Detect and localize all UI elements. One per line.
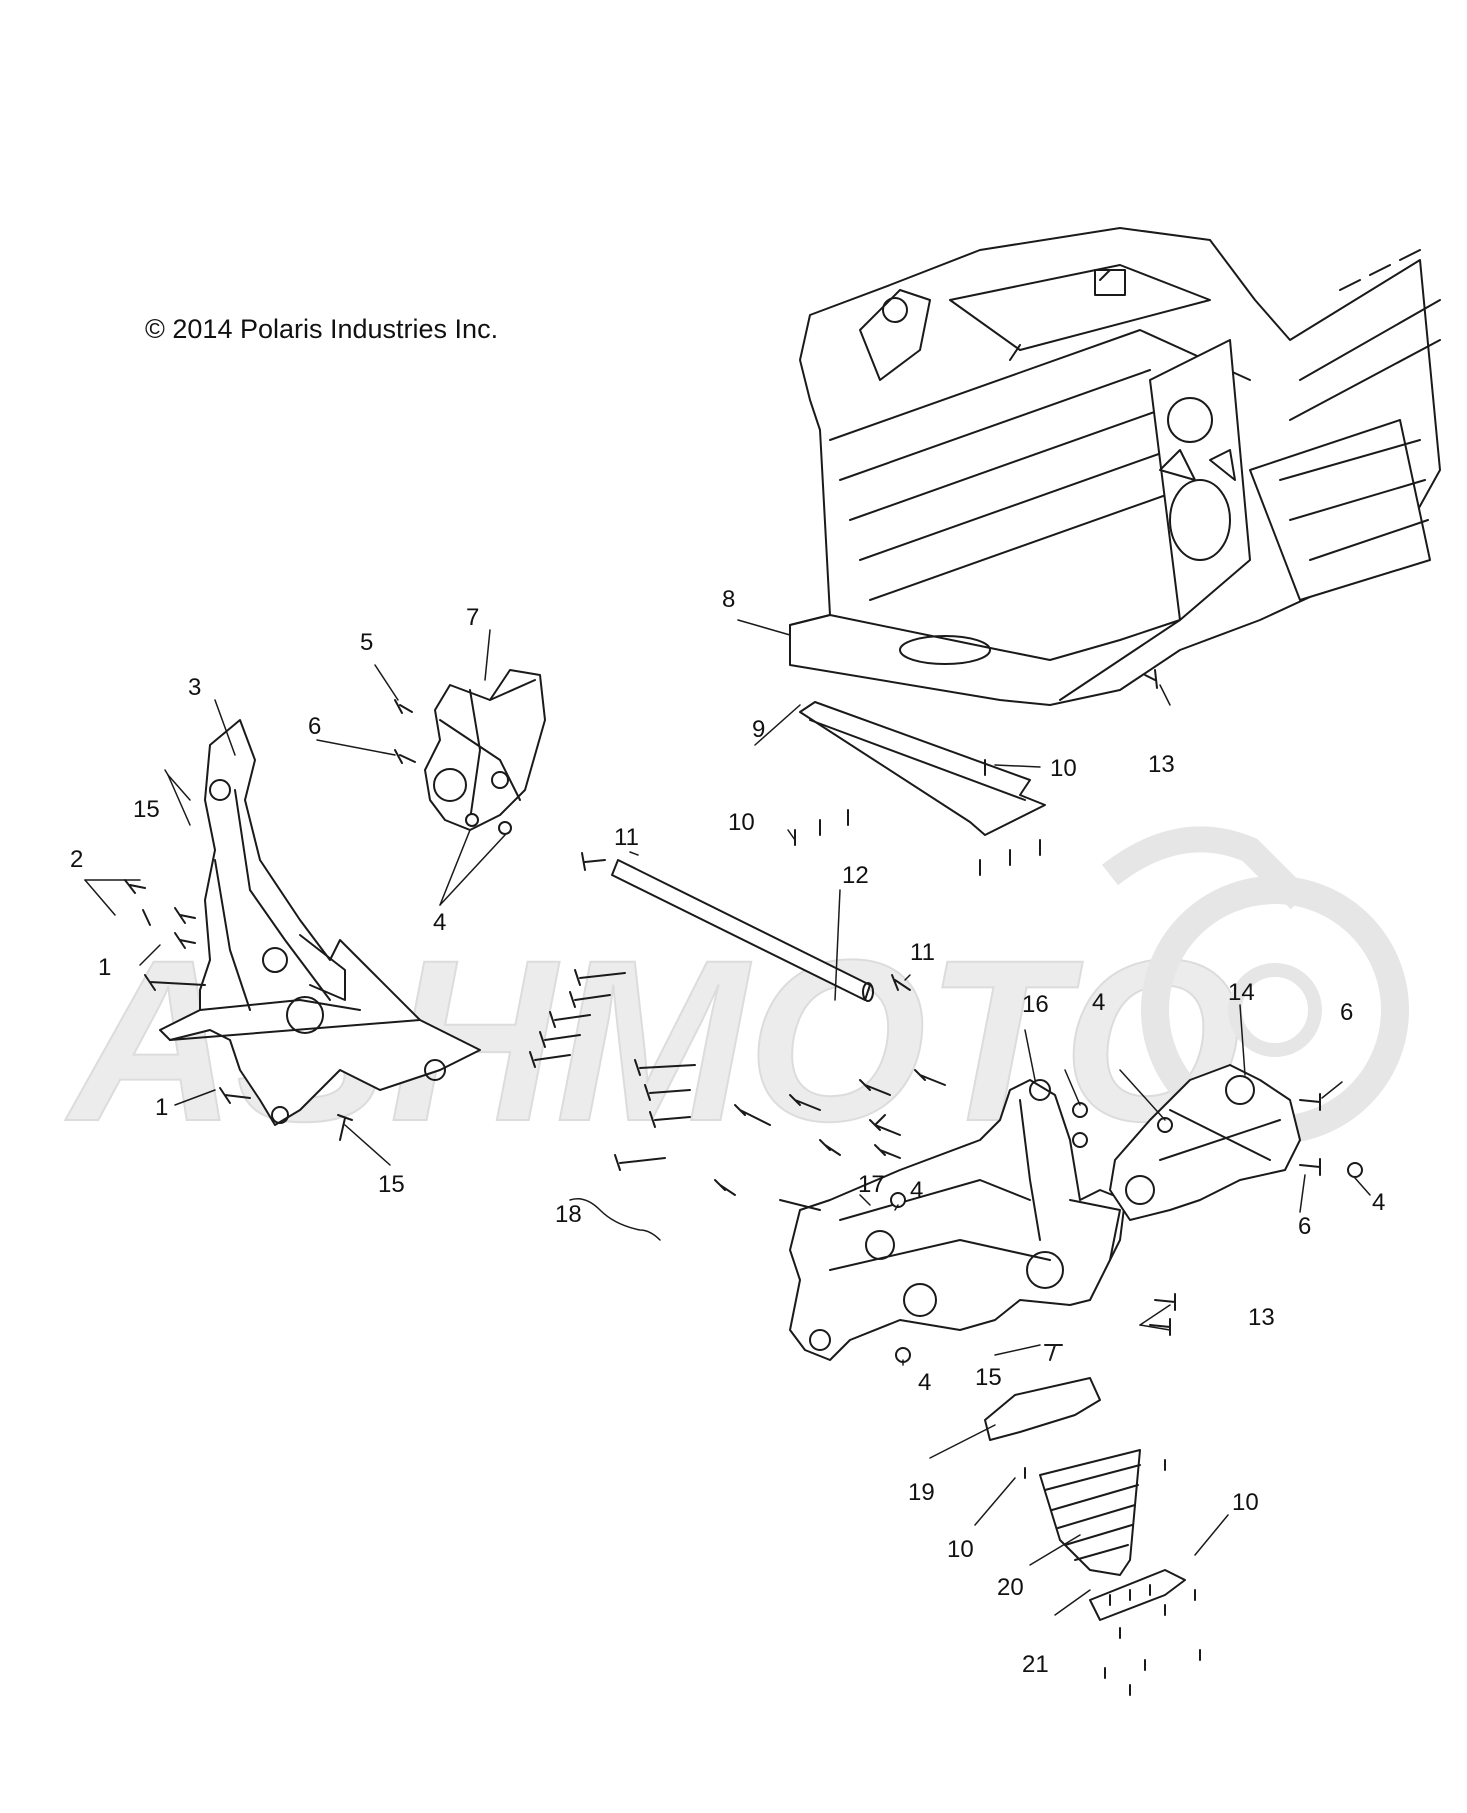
bolt-icon — [1044, 1344, 1063, 1361]
bolt-icon — [914, 1069, 946, 1086]
callout-4: 4 — [1372, 1189, 1385, 1216]
bolt-icon — [714, 1179, 736, 1196]
bolt-icon — [859, 1079, 891, 1096]
callout-4: 4 — [918, 1369, 931, 1396]
callout-4: 4 — [1092, 989, 1105, 1016]
leader-lines — [84, 619, 1371, 1616]
callout-6: 6 — [1340, 999, 1353, 1026]
bolt-icon — [394, 749, 416, 764]
bolt-icon — [734, 1104, 771, 1126]
boot-retainer — [1089, 1569, 1186, 1621]
callout-11: 11 — [910, 939, 935, 966]
bolt-icon — [644, 1084, 691, 1101]
callout-3: 3 — [188, 674, 201, 701]
callout-14: 14 — [1228, 979, 1255, 1006]
bolt-icon — [142, 909, 151, 926]
bolt-icon — [529, 1051, 571, 1068]
steering-boot — [1039, 1449, 1141, 1576]
bolt-icon — [337, 1114, 353, 1141]
bolt-icon — [874, 1114, 886, 1126]
callout-7: 7 — [466, 604, 479, 631]
bolt-icon — [174, 932, 196, 949]
bolt-icon — [891, 974, 911, 991]
right-shock-bracket — [1109, 1064, 1301, 1221]
callout-11: 11 — [614, 824, 639, 851]
bolt-icon — [539, 1031, 581, 1048]
copyright-notice: © 2014 Polaris Industries Inc. — [145, 314, 499, 344]
bolt-icon — [394, 699, 413, 714]
bolt-icon — [1299, 1093, 1321, 1111]
bolt-icon — [574, 969, 626, 986]
callout-10: 10 — [728, 809, 755, 836]
callout-19: 19 — [908, 1479, 935, 1506]
callout-10: 10 — [947, 1536, 974, 1563]
callout-16: 16 — [1022, 991, 1049, 1018]
callout-labels: 1 1 2 3 4 4 4 4 4 5 6 6 6 7 8 9 10 10 10… — [70, 586, 1385, 1678]
callout-6: 6 — [308, 713, 321, 740]
bolt-icon — [1299, 1158, 1321, 1176]
callout-10: 10 — [1232, 1489, 1259, 1516]
callout-6: 6 — [1298, 1213, 1311, 1240]
bolt-icon — [569, 991, 611, 1008]
bolt-icon — [1154, 1293, 1176, 1311]
callout-15: 15 — [133, 796, 160, 823]
bolt-icon — [1144, 669, 1158, 689]
bolt-icon — [549, 1011, 591, 1028]
callout-1: 1 — [155, 1094, 168, 1121]
bolt-icon — [581, 852, 606, 871]
callout-1: 1 — [98, 954, 111, 981]
bolt-icon — [1149, 1318, 1171, 1336]
callout-17: 17 — [858, 1171, 885, 1198]
bolt-icon — [219, 1087, 251, 1104]
bolt-icon — [614, 1154, 666, 1171]
callout-10: 10 — [1050, 755, 1077, 782]
bolt-icon — [874, 1144, 901, 1159]
callout-13: 13 — [1248, 1304, 1275, 1331]
bolt-icon — [789, 1094, 821, 1111]
tunnel-assembly — [789, 227, 1441, 706]
callout-4: 4 — [433, 909, 446, 936]
bolt-icon — [634, 1059, 696, 1076]
callout-4: 4 — [910, 1177, 923, 1204]
bolt-icon — [144, 974, 206, 991]
left-shock-bracket — [424, 669, 546, 831]
callout-8: 8 — [722, 586, 735, 613]
bolt-icon — [124, 879, 146, 894]
callout-9: 9 — [752, 716, 765, 743]
callout-20: 20 — [997, 1574, 1024, 1601]
boot-plate — [984, 1377, 1101, 1441]
callout-15: 15 — [975, 1364, 1002, 1391]
callout-13: 13 — [1148, 751, 1175, 778]
callout-12: 12 — [842, 862, 869, 889]
callout-18: 18 — [555, 1201, 582, 1228]
bolt-icon — [174, 907, 196, 924]
callout-2: 2 — [70, 846, 83, 873]
cross-shaft — [611, 859, 874, 1002]
callout-5: 5 — [360, 629, 373, 656]
callout-15: 15 — [378, 1171, 405, 1198]
callout-21: 21 — [1022, 1651, 1049, 1678]
right-bulkhead — [779, 1079, 1126, 1361]
fasteners — [124, 669, 1363, 1696]
skid-plate — [799, 701, 1046, 836]
bolt-icon — [649, 1111, 691, 1128]
bolt-icon — [819, 1139, 841, 1156]
